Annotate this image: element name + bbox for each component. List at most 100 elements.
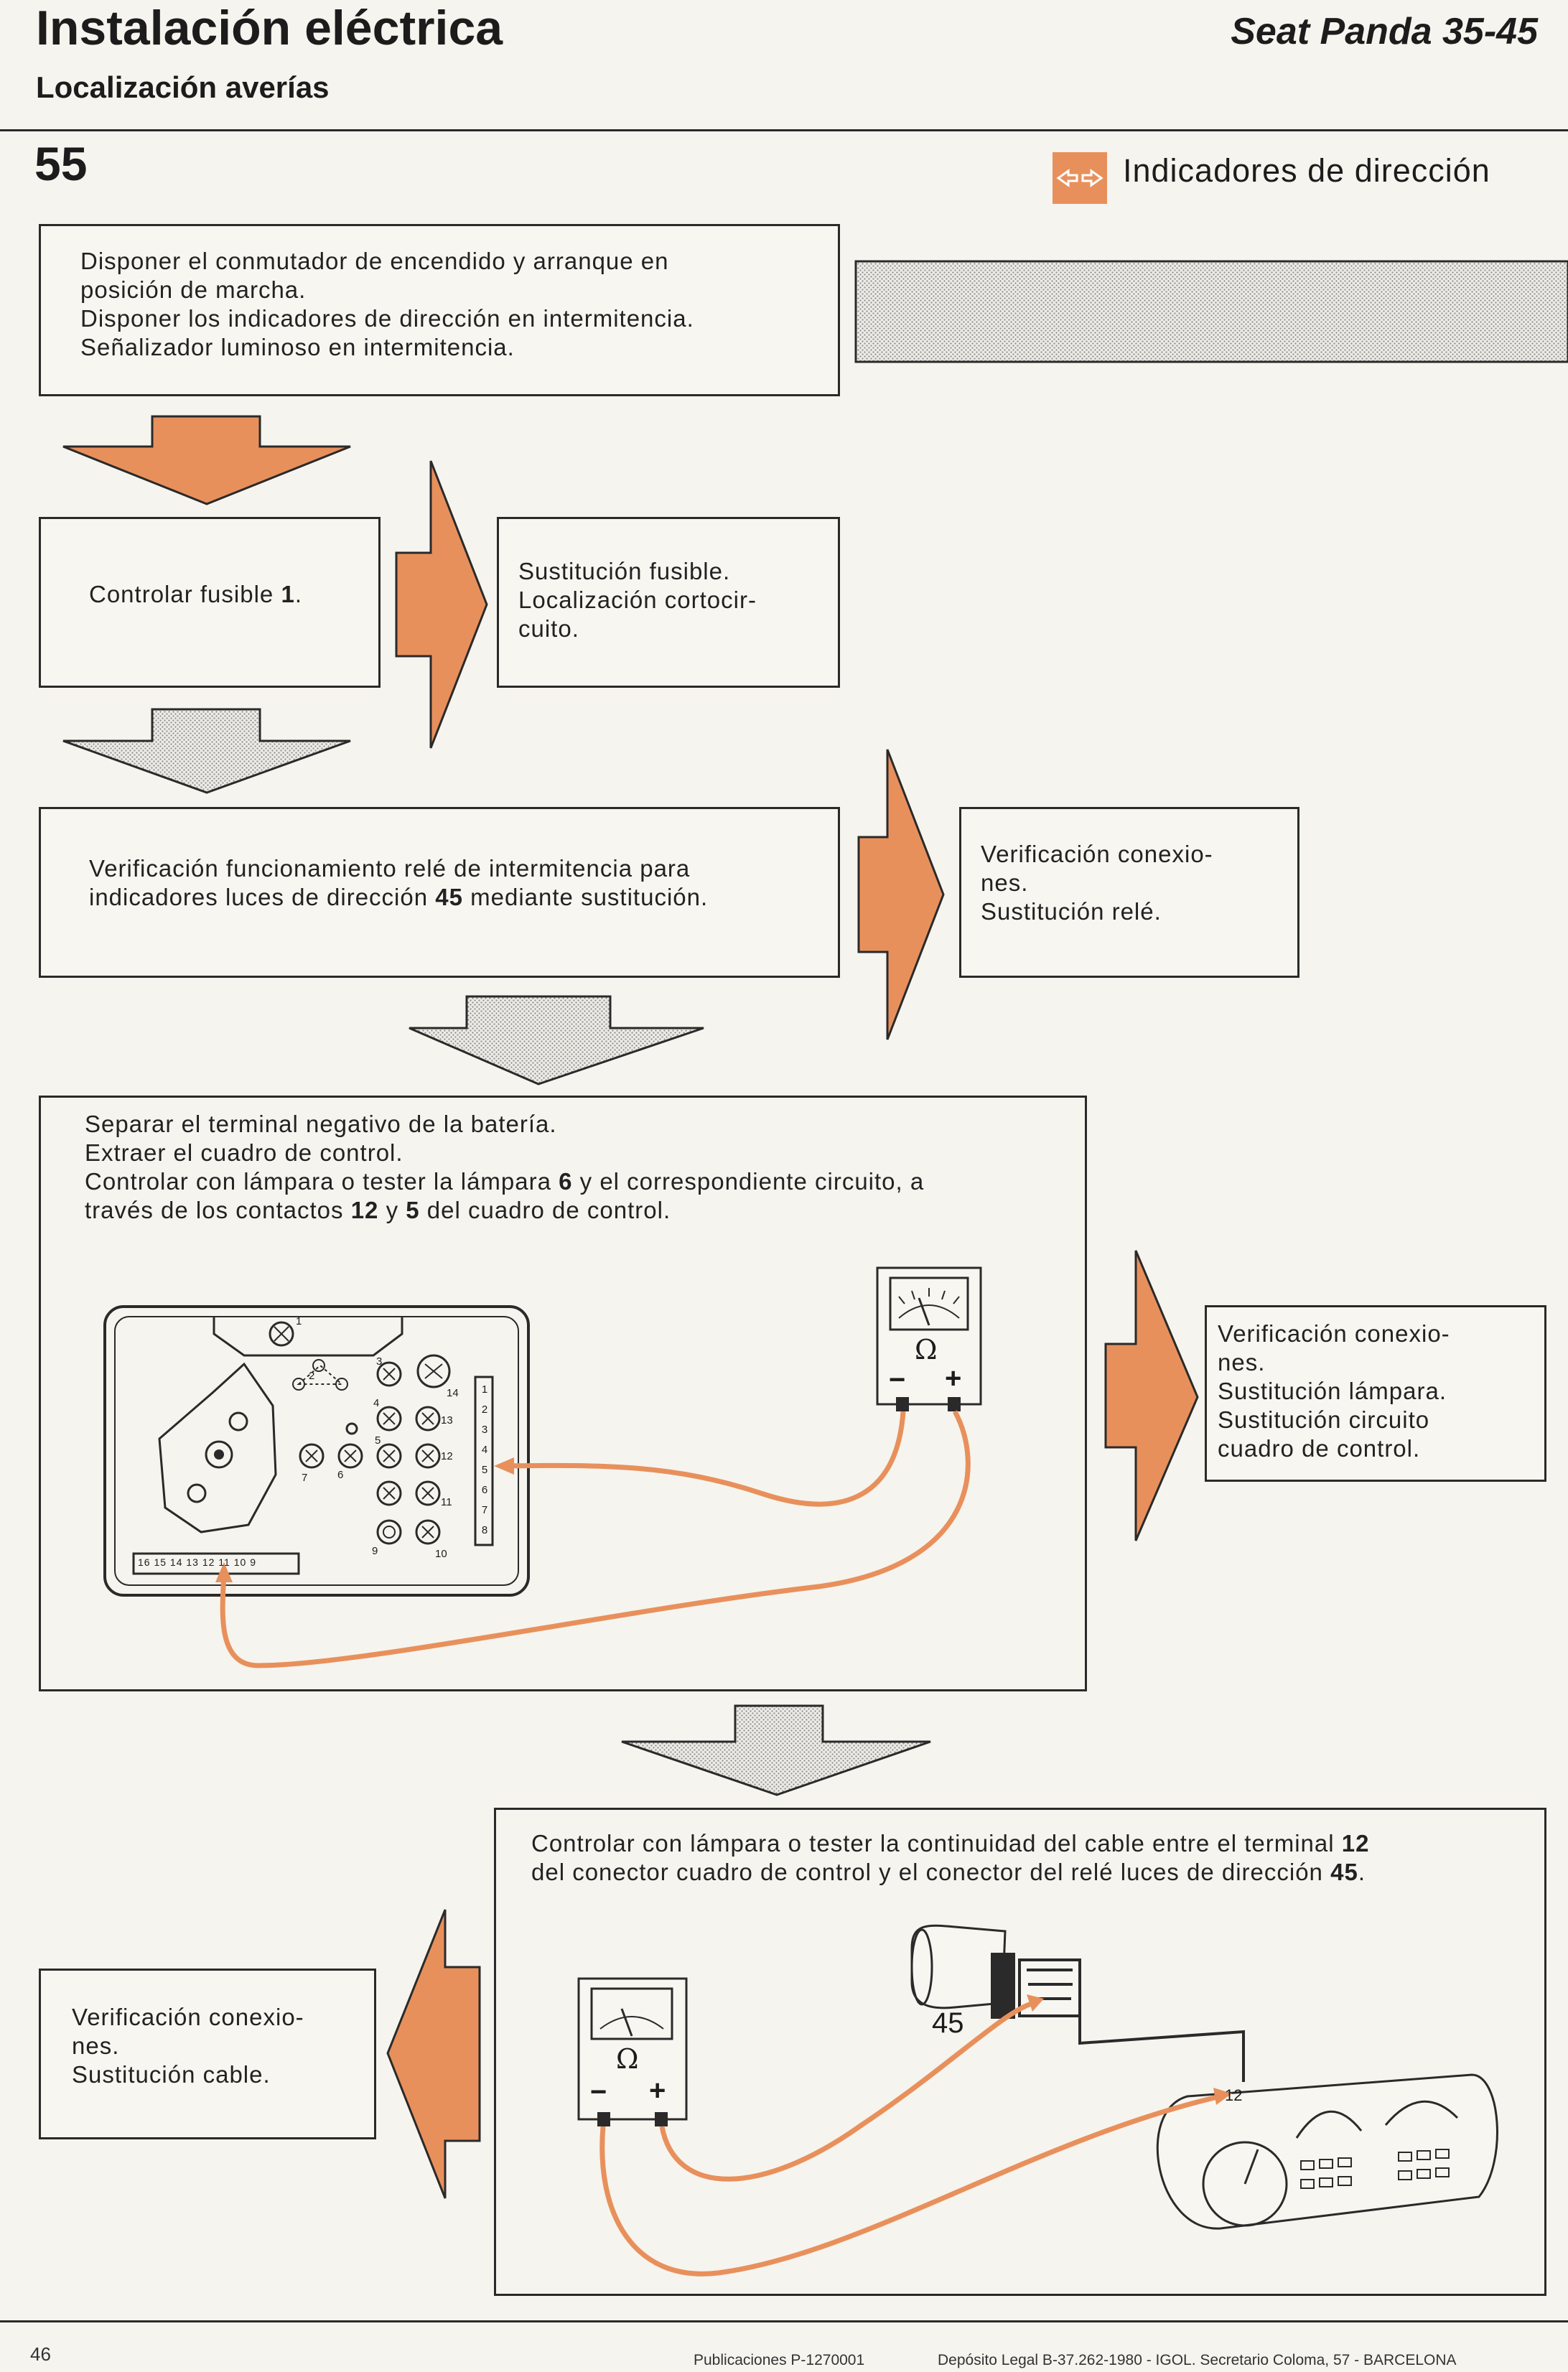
terminal-number: 12 bbox=[1341, 1830, 1370, 1857]
step3-fail-line: nes. bbox=[981, 869, 1029, 896]
vehicle-model: Seat Panda 35-45 bbox=[1231, 11, 1538, 52]
down-arrow-dotted bbox=[621, 1704, 931, 1796]
down-arrow-dotted bbox=[409, 995, 704, 1085]
publication-ref: Publicaciones P-1270001 bbox=[694, 2352, 865, 2368]
step1-box bbox=[39, 224, 840, 396]
turn-signal-arrows-icon bbox=[1053, 152, 1107, 204]
right-strip-labels: 1 2 3 4 5 6 7 8 bbox=[480, 1380, 490, 1541]
tester-minus: − bbox=[889, 1364, 906, 1396]
strip-contact: 4 bbox=[481, 1444, 488, 1456]
ohm-symbol: Ω bbox=[915, 1334, 938, 1365]
contact-number: 12 bbox=[350, 1197, 379, 1223]
right-arrow-relay-fail bbox=[857, 749, 945, 1040]
step4-fail-line: Verificación conexio- bbox=[1218, 1320, 1450, 1347]
tester-1 bbox=[876, 1266, 982, 1411]
strip-contact: 1 bbox=[481, 1383, 488, 1396]
step2-fail-line: cuito. bbox=[518, 615, 579, 642]
step4-fail-line: nes. bbox=[1218, 1349, 1266, 1376]
step3-fail-line: Sustitución relé. bbox=[981, 898, 1162, 925]
left-arrow-cable-fail bbox=[386, 1909, 481, 2199]
wire-tester2-to-terminal12 bbox=[599, 2093, 1221, 2277]
panel-label: 5 bbox=[375, 1434, 381, 1447]
ohm-symbol: Ω bbox=[616, 2043, 639, 2075]
wire-tester2-to-relay bbox=[659, 2000, 1035, 2182]
step1-line: Disponer el conmutador de encendido y ar… bbox=[80, 248, 669, 274]
tester-2 bbox=[577, 1977, 688, 2126]
step5-fail-text: Verificación conexio- nes. Sustitución c… bbox=[72, 2003, 304, 2089]
step5-box bbox=[494, 1808, 1546, 2296]
terminal-label: 12 bbox=[1225, 2086, 1243, 2104]
legal-deposit: Depósito Legal B-37.262-1980 - IGOL. Sec… bbox=[938, 2352, 1457, 2368]
shaded-bar bbox=[854, 260, 1568, 363]
page-title: Instalación eléctrica bbox=[36, 1, 503, 55]
step4-line: Extraer el cuadro de control. bbox=[85, 1139, 403, 1166]
step5-line-end: . bbox=[1358, 1859, 1366, 1885]
step4-box bbox=[39, 1096, 1087, 1691]
lamp-number: 6 bbox=[559, 1168, 573, 1195]
panel-label: 4 bbox=[373, 1397, 380, 1409]
section-number: 55 bbox=[34, 137, 88, 190]
step2-fail-text: Sustitución fusible. Localización cortoc… bbox=[518, 557, 757, 643]
relay-number: 45 bbox=[435, 884, 463, 910]
step3-line: indicadores luces de dirección bbox=[89, 884, 436, 910]
step5-fail-line: nes. bbox=[72, 2032, 120, 2059]
wire-tester2-arrowhead bbox=[1213, 2088, 1232, 2105]
panel-label: 1 bbox=[296, 1315, 302, 1327]
relay-number: 45 bbox=[1330, 1859, 1358, 1885]
panel-label: 10 bbox=[435, 1548, 447, 1560]
panel-label: 3 bbox=[376, 1355, 383, 1368]
step3-text: Verificación funcionamiento relé de inte… bbox=[89, 854, 708, 912]
step3-line: Verificación funcionamiento relé de inte… bbox=[89, 855, 691, 882]
step2-fail-box bbox=[497, 517, 840, 688]
step4-fail-line: cuadro de control. bbox=[1218, 1435, 1421, 1462]
contact-number: 5 bbox=[406, 1197, 420, 1223]
panel-label: 12 bbox=[441, 1450, 453, 1462]
tester-plus: + bbox=[945, 1363, 962, 1394]
instrument-cluster bbox=[1156, 2073, 1498, 2230]
step4-line-end: del cuadro de control. bbox=[419, 1197, 671, 1223]
relay-45 bbox=[910, 1924, 1245, 2082]
page-subtitle: Localización averías bbox=[36, 70, 330, 104]
step3-fail-line: Verificación conexio- bbox=[981, 841, 1213, 867]
strip-contact: 7 bbox=[481, 1504, 488, 1516]
step3-line-end: mediante sustitución. bbox=[462, 884, 709, 910]
relay-label: 45 bbox=[932, 2007, 964, 2039]
bottom-strip-labels: 16 15 14 13 12 11 10 9 bbox=[138, 1556, 256, 1568]
step5-line: del conector cuadro de control y el cone… bbox=[531, 1859, 1331, 1885]
step1-line: Disponer los indicadores de dirección en… bbox=[80, 305, 694, 332]
wire-tester1-arrowhead bbox=[494, 1457, 514, 1475]
step4-line: Separar el terminal negativo de la bater… bbox=[85, 1111, 557, 1137]
footer-divider bbox=[0, 2320, 1568, 2322]
step4-fail-line: Sustitución circuito bbox=[1218, 1406, 1430, 1433]
wire-tester1-arrowhead bbox=[215, 1562, 233, 1582]
section-title: Indicadores de dirección bbox=[1123, 152, 1490, 189]
step1-text: Disponer el conmutador de encendido y ar… bbox=[80, 247, 694, 362]
step2-fail-line: Sustitución fusible. bbox=[518, 558, 731, 584]
wire-tester2-arrowhead bbox=[1027, 1994, 1044, 2012]
strip-contact: 2 bbox=[481, 1404, 488, 1416]
panel-label: 7 bbox=[302, 1472, 308, 1484]
down-arrow-dotted bbox=[62, 708, 351, 794]
step3-box bbox=[39, 807, 840, 978]
step4-line: Controlar con lámpara o tester la lámpar… bbox=[85, 1168, 559, 1195]
header-divider bbox=[0, 129, 1568, 131]
step4-text: Separar el terminal negativo de la bater… bbox=[85, 1110, 924, 1225]
step5-text: Controlar con lámpara o tester la contin… bbox=[531, 1829, 1369, 1887]
control-panel-diagram bbox=[103, 1305, 530, 1597]
step4-fail-box bbox=[1205, 1305, 1546, 1482]
fuse-number: 1 bbox=[281, 581, 295, 607]
step2-label: Controlar fusible bbox=[89, 581, 281, 607]
page-number: 46 bbox=[30, 2343, 51, 2365]
step5-fail-box bbox=[39, 1969, 376, 2139]
strip-contact: 6 bbox=[481, 1484, 488, 1496]
step4-fail-text: Verificación conexio- nes. Sustitución l… bbox=[1218, 1320, 1450, 1463]
step4-fail-line: Sustitución lámpara. bbox=[1218, 1378, 1447, 1404]
step2-suffix: . bbox=[294, 581, 302, 607]
step5-fail-line: Sustitución cable. bbox=[72, 2061, 271, 2088]
strip-contact: 8 bbox=[481, 1524, 488, 1536]
wire-tester1-to-contact12 bbox=[220, 1410, 971, 1668]
step2-fail-line: Localización cortocir- bbox=[518, 587, 757, 613]
step2-box bbox=[39, 517, 381, 688]
step4-line: través de los contactos bbox=[85, 1197, 351, 1223]
step4-conjunction: y bbox=[378, 1197, 406, 1223]
